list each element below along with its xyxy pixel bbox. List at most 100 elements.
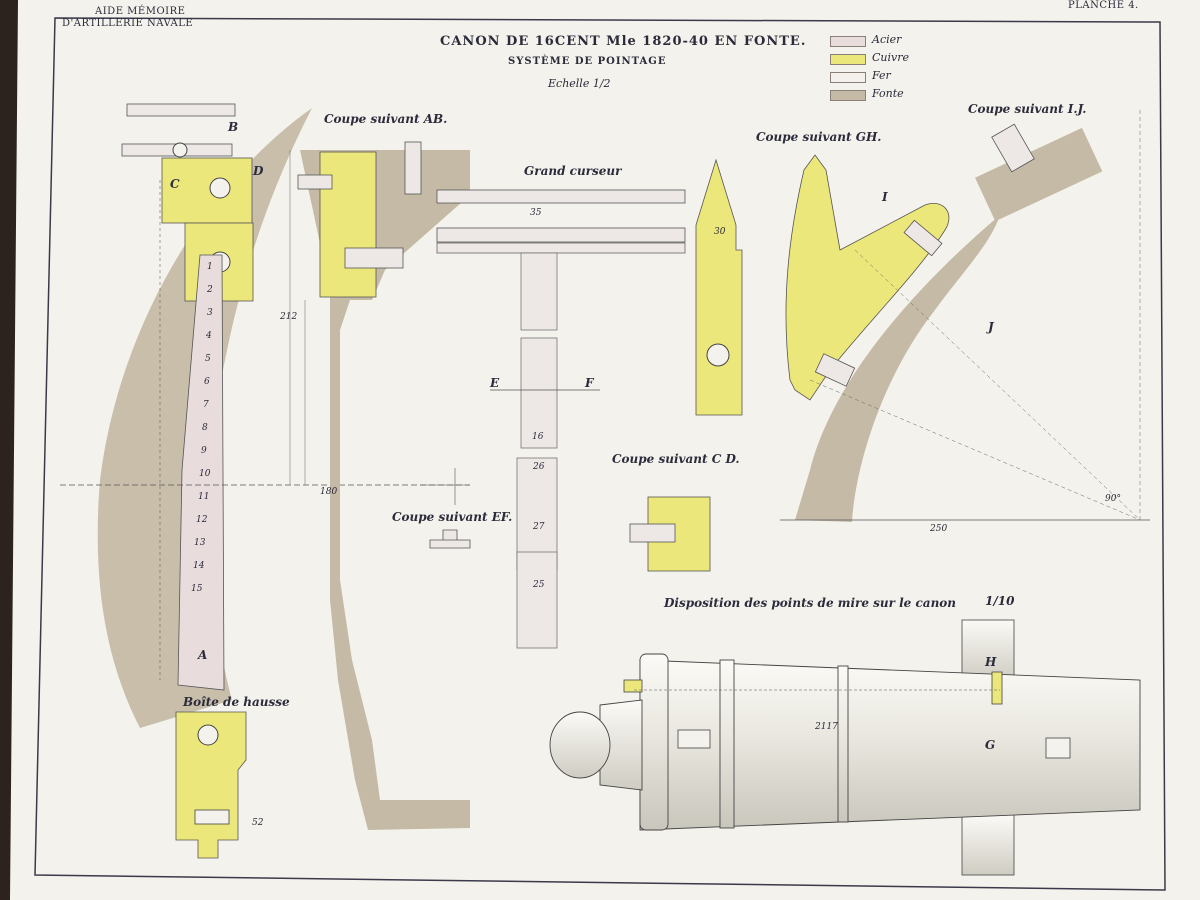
bracket-fonte <box>300 150 470 830</box>
coupe-cd-screw <box>629 523 676 543</box>
ij-screw <box>991 123 1035 173</box>
letter-j: J <box>988 320 994 334</box>
scale-num-9: 9 <box>201 446 207 456</box>
scale-num-2: 2 <box>207 285 213 295</box>
legend-label-fonte: Fonte <box>872 87 904 100</box>
trunnion-bottom <box>961 814 1015 876</box>
radius-line-2 <box>809 379 1141 521</box>
trunnion-top <box>961 619 1015 681</box>
gh-brass-arm <box>785 154 950 401</box>
curseur-num-25: 25 <box>533 580 545 590</box>
plate-title: CANON DE 16CENT Mle 1820-40 EN FONTE. <box>440 34 807 49</box>
brass-ab <box>319 151 377 298</box>
cannon-ring-1 <box>719 659 735 829</box>
dim-35: 35 <box>530 208 542 218</box>
label-coupe-ij: Coupe suivant I.J. <box>968 102 1087 116</box>
curseur-num-26: 26 <box>533 462 545 472</box>
curseur-num-27: 27 <box>533 522 545 532</box>
label-coupe-ab: Coupe suivant AB. <box>324 112 448 126</box>
header-left-line1: AIDE MÉMOIRE <box>95 6 186 17</box>
gh-top-screw <box>903 219 943 257</box>
boite-slot <box>194 809 230 825</box>
curseur-scale-top <box>436 189 686 204</box>
dim-52: 52 <box>252 818 264 828</box>
letter-d: D <box>253 164 264 178</box>
upper-scale-bar <box>126 103 236 117</box>
letter-f: F <box>585 376 594 390</box>
sight-mark-rear <box>623 679 643 693</box>
label-boite-de-hausse: Boîte de hausse <box>183 695 290 709</box>
scale-num-8: 8 <box>202 423 208 433</box>
label-coupe-cd: Coupe suivant C D. <box>612 452 740 466</box>
pivot-top <box>172 142 188 158</box>
label-disposition: Disposition des points de mire sur le ca… <box>664 596 957 610</box>
legend-swatch-cuivre <box>830 54 866 65</box>
plate-scale: Echelle 1/2 <box>548 77 611 90</box>
cursor-hole <box>209 177 231 199</box>
curseur-slider <box>436 242 686 254</box>
sight-mark-front <box>991 671 1003 705</box>
plate-subtitle: SYSTÈME DE POINTAGE <box>508 56 667 67</box>
fonte-arc-right <box>795 215 1000 522</box>
scale-num-1: 1 <box>207 262 213 272</box>
gh-screw <box>814 353 856 387</box>
legend-swatch-fer <box>830 72 866 83</box>
letter-e: E <box>490 376 500 390</box>
header-left-line2: D'ARTILLERIE NAVALE <box>62 18 194 29</box>
curseur-stem-2 <box>520 337 558 449</box>
ij-block <box>975 127 1103 222</box>
scale-num-6: 6 <box>204 377 210 387</box>
curseur-bar <box>436 227 686 243</box>
gh-hole <box>706 343 730 367</box>
label-disposition-scale: 1/10 <box>985 594 1015 608</box>
scale-num-13: 13 <box>194 538 206 548</box>
book-gutter-shadow <box>0 0 18 900</box>
screw-ab-top <box>404 141 422 195</box>
letter-h: H <box>985 655 997 669</box>
scale-num-4: 4 <box>206 331 212 341</box>
header-right: PLANCHE 4. <box>1068 0 1139 11</box>
radius-line-1 <box>854 249 1141 521</box>
dim-90deg: 90° <box>1105 494 1121 504</box>
letter-c: C <box>170 177 180 191</box>
letter-g: G <box>985 738 996 752</box>
vent-plate <box>677 729 711 749</box>
curseur-stem-4 <box>516 551 558 649</box>
legend-swatch-fonte <box>830 90 866 101</box>
cannon-lug <box>1045 737 1071 759</box>
dim-2117: 2117 <box>815 722 838 732</box>
cannon-base-ring <box>639 653 669 831</box>
legend-swatch-acier <box>830 36 866 47</box>
legend-label-fer: Fer <box>872 69 891 82</box>
curseur-stem-3 <box>516 457 558 571</box>
letter-b: B <box>228 120 239 134</box>
label-grand-curseur: Grand curseur <box>524 164 622 178</box>
letter-a: A <box>198 648 208 662</box>
sight-stem <box>177 254 225 691</box>
screw-ab-bottom <box>344 247 404 269</box>
scale-num-7: 7 <box>203 400 209 410</box>
legend-label-cuivre: Cuivre <box>872 51 910 64</box>
dim-250: 250 <box>930 524 948 534</box>
coupe-ef-profile <box>429 529 471 549</box>
dim-30: 30 <box>714 227 726 237</box>
scale-num-14: 14 <box>193 561 205 571</box>
scale-num-16: 16 <box>532 432 544 442</box>
scale-num-3: 3 <box>207 308 213 318</box>
cascabel-knob <box>549 711 611 779</box>
brass-cursor-block <box>161 157 253 224</box>
scale-num-10: 10 <box>199 469 211 479</box>
scale-num-11: 11 <box>198 492 210 502</box>
scale-num-12: 12 <box>196 515 208 525</box>
letter-i: I <box>882 190 888 204</box>
scale-num-5: 5 <box>205 354 211 364</box>
legend-label-acier: Acier <box>872 33 902 46</box>
label-coupe-gh: Coupe suivant GH. <box>756 130 882 144</box>
plate-border <box>34 17 1166 891</box>
dim-212: 212 <box>280 312 298 322</box>
boite-hole <box>197 724 219 746</box>
cannon-ring-2 <box>837 665 849 823</box>
curseur-stem-1 <box>520 252 558 331</box>
